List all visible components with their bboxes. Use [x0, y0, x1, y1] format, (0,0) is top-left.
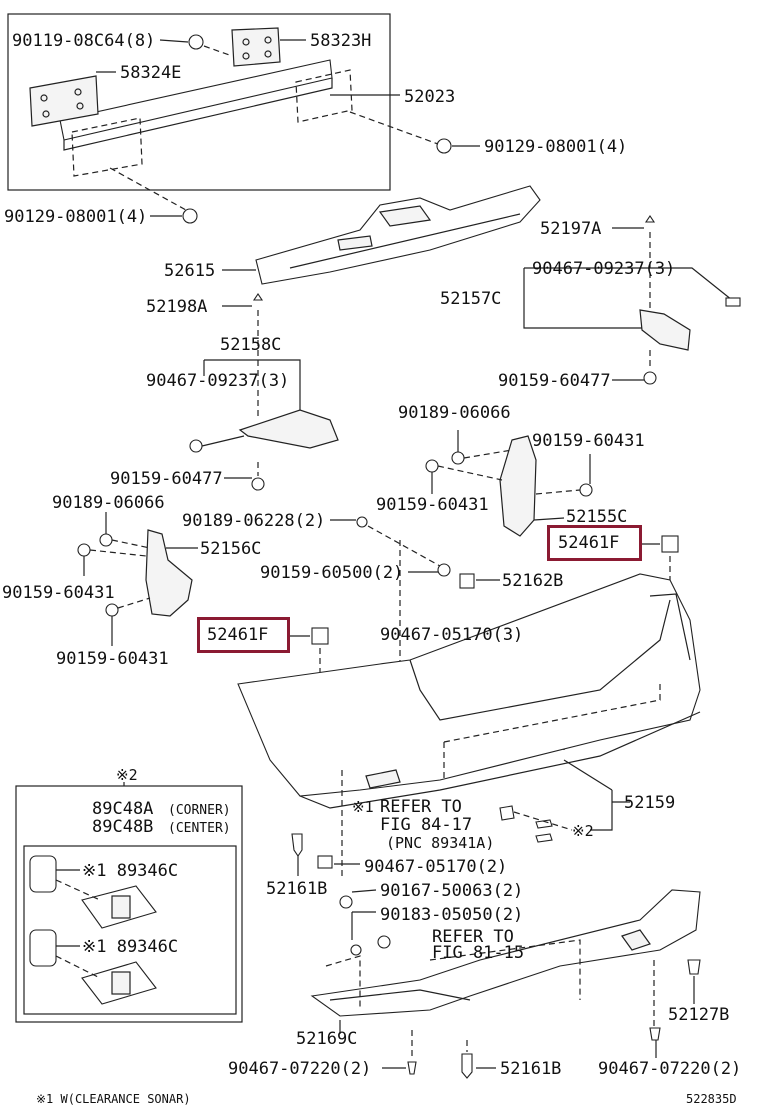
label-90467-05170-top: 90467-05170(3) [380, 625, 524, 645]
label-90167-50063: 90167-50063(2) [380, 881, 524, 901]
label-90189-06066-right: 90189-06066 [398, 403, 511, 423]
label-52157C: 52157C [440, 289, 502, 309]
label-52158C: 52158C [220, 335, 282, 355]
label-ref1-line3: (PNC 89341A) [386, 834, 495, 852]
label-89C48B: 89C48B [92, 817, 154, 837]
label-52169C: 52169C [296, 1029, 358, 1049]
label-52127B: 52127B [668, 1005, 730, 1025]
bracket-52158C [238, 409, 339, 449]
label-52161B-upper: 52161B [266, 879, 328, 899]
label-89C48A: 89C48A [92, 799, 154, 819]
label-89C48A-note: (CORNER) [168, 803, 231, 818]
bracket-58323H [231, 27, 281, 67]
label-ref1-line1: REFER TO [380, 797, 462, 817]
label-ref2-line2: FIG 81-15 [432, 943, 525, 963]
diagram-id: 522835D [686, 1092, 737, 1106]
reinforcement-group-frame [7, 13, 391, 191]
label-90129-08001-right: 90129-08001(4) [484, 137, 628, 157]
label-52156C: 52156C [200, 539, 262, 559]
label-90159-60500: 90159-60500(2) [260, 563, 404, 583]
label-52197A: 52197A [540, 219, 602, 239]
label-ref2-line1: REFER TO [432, 927, 514, 947]
label-90159-60431-left-mid: 90159-60431 [2, 583, 115, 603]
label-89C48B-note: (CENTER) [168, 821, 231, 836]
bracket-52157C [639, 309, 691, 351]
bracket-52156C [145, 529, 193, 617]
label-52159: 52159 [624, 793, 676, 813]
label-90159-60477-left: 90159-60477 [110, 469, 223, 489]
label-90467-07220-right: 90467-07220(2) [598, 1059, 742, 1079]
label-58323H: 58323H [310, 31, 372, 51]
label-ref1-mark: ※1 [352, 798, 374, 816]
label-90467-09237-left: 90467-09237(3) [146, 371, 290, 391]
bracket-52155C [499, 435, 537, 537]
label-note-2-sonar: ※2 [572, 822, 594, 840]
rear-bumper-upper-52615 [255, 185, 541, 285]
highlight-box-52461F-right [547, 525, 642, 561]
rear-bumper-cover-52159 [237, 573, 701, 797]
label-52155C: 52155C [566, 507, 628, 527]
label-58324E: 58324E [120, 63, 182, 83]
label-90183-05050: 90183-05050(2) [380, 905, 524, 925]
label-90159-60431-upper-right: 90159-60431 [532, 431, 645, 451]
lower-diffuser-52169C [310, 889, 701, 1017]
label-ref1-line2: FIG 84-17 [380, 815, 473, 835]
label-52162B: 52162B [502, 571, 564, 591]
label-52461F-right: 52461F [558, 533, 620, 553]
sonar-detail-frame [15, 785, 243, 1023]
label-90467-07220-left: 90467-07220(2) [228, 1059, 372, 1079]
label-89346C-upper: ※1 89346C [82, 861, 179, 881]
label-52023: 52023 [404, 87, 456, 107]
label-52198A: 52198A [146, 297, 208, 317]
label-90159-60431-left-bottom: 90159-60431 [56, 649, 169, 669]
highlight-box-52461F-left [197, 617, 290, 653]
label-89346C-lower: ※1 89346C [82, 937, 179, 957]
footnote-clearance-sonar: ※1 W(CLEARANCE SONAR) [36, 1092, 191, 1106]
label-90159-60431-mid-right: 90159-60431 [376, 495, 489, 515]
label-52161B-lower: 52161B [500, 1059, 562, 1079]
label-90119-08C64: 90119-08C64(8) [12, 31, 156, 51]
label-90189-06066-left: 90189-06066 [52, 493, 165, 513]
label-90467-05170-lower: 90467-05170(2) [364, 857, 508, 877]
label-note-2: ※2 [116, 766, 138, 784]
label-90129-08001-left: 90129-08001(4) [4, 207, 148, 227]
label-90467-09237-right: 90467-09237(3) [532, 259, 676, 279]
label-52461F-left: 52461F [207, 625, 269, 645]
label-90189-06228: 90189-06228(2) [182, 511, 326, 531]
label-90159-60477-right: 90159-60477 [498, 371, 611, 391]
bracket-58324E [29, 75, 99, 127]
label-52615: 52615 [164, 261, 216, 281]
